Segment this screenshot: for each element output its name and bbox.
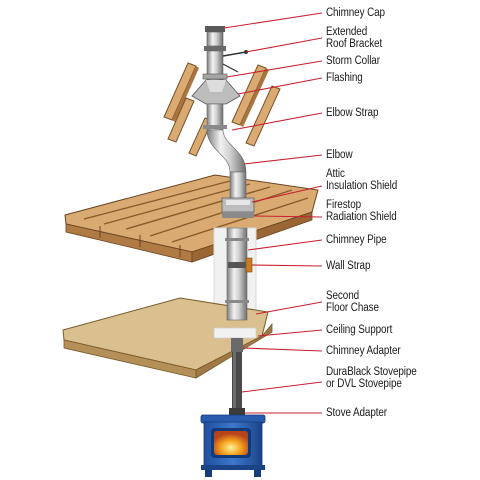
label-elbow: Elbow bbox=[326, 149, 353, 161]
label-attic-shield-line2: Insulation Shield bbox=[326, 180, 398, 192]
label-roof-bracket-line2: Roof Bracket bbox=[326, 38, 383, 50]
label-elbow-strap: Elbow Strap bbox=[326, 107, 379, 119]
leader-lines bbox=[223, 12, 323, 414]
label-chimney-cap: Chimney Cap bbox=[326, 7, 385, 19]
label-chimney-adapter: Chimney Adapter bbox=[326, 345, 401, 357]
label-firestop-line2: Radiation Shield bbox=[326, 211, 397, 223]
chimney-assembly bbox=[191, 26, 255, 416]
label-stove-adapter: Stove Adapter bbox=[326, 407, 388, 419]
label-roof-bracket-line1: Extended bbox=[326, 26, 368, 38]
label-stovepipe-line1: DuraBlack Stovepipe bbox=[326, 366, 417, 378]
label-floor-chase-line2: Floor Chase bbox=[326, 302, 379, 314]
label-wall-strap: Wall Strap bbox=[326, 260, 371, 272]
label-floor-chase-line1: Second bbox=[326, 290, 360, 302]
label-ceiling-support: Ceiling Support bbox=[326, 324, 393, 336]
stove bbox=[200, 414, 266, 477]
label-stovepipe-line2: or DVL Stovepipe bbox=[326, 378, 402, 390]
label-chimney-pipe: Chimney Pipe bbox=[326, 234, 387, 246]
attic-floor bbox=[64, 174, 319, 263]
label-storm-collar: Storm Collar bbox=[326, 55, 380, 67]
label-firestop-line1: Firestop bbox=[326, 199, 362, 211]
label-flashing: Flashing bbox=[326, 72, 363, 84]
label-attic-shield-line1: Attic bbox=[326, 168, 345, 180]
